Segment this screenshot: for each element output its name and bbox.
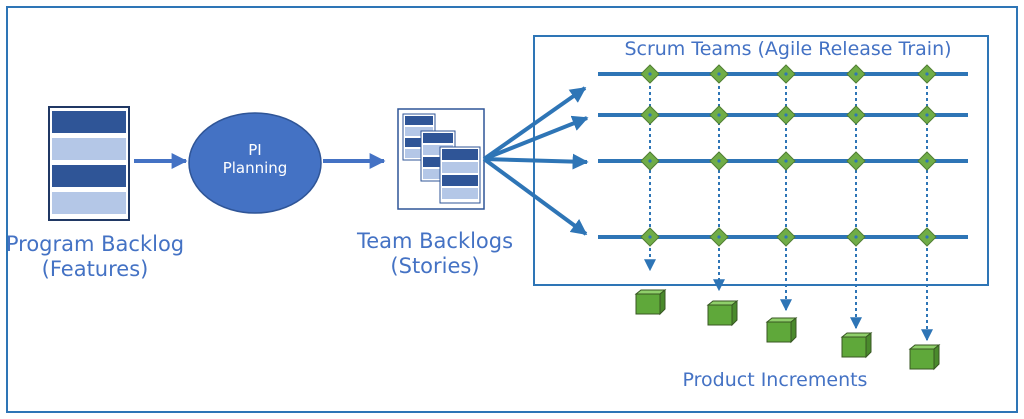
sync-diamond-dot-11 [648, 159, 652, 163]
sync-diamond-dot-4 [854, 72, 858, 76]
sync-diamond-dot-8 [784, 113, 788, 117]
product-increments-label: Product Increments [682, 369, 868, 391]
sync-diamond-dot-2 [717, 72, 721, 76]
sync-diamond-dot-16 [648, 235, 652, 239]
sync-diamond-dot-5 [925, 72, 929, 76]
increment-box-4 [840, 331, 873, 359]
sync-diamond-dot-20 [925, 235, 929, 239]
outer-frame [6, 6, 1018, 413]
pi-planning-line2: Planning [222, 159, 288, 177]
product-increment-boxes [634, 288, 941, 371]
sync-diamond-dot-3 [784, 72, 788, 76]
sync-diamond-dot-14 [854, 159, 858, 163]
team-backlogs-title: Team Backlogs [356, 229, 514, 253]
increment-box-2 [706, 299, 739, 327]
sync-diamond-dot-18 [784, 235, 788, 239]
team-backlogs-subtitle: (Stories) [390, 254, 480, 279]
sync-diamond-dot-9 [854, 113, 858, 117]
pi-planning-label: PI Planning [195, 141, 315, 177]
sync-diamond-dot-19 [854, 235, 858, 239]
sync-diamond-dot-13 [784, 159, 788, 163]
program-backlog-subtitle: (Features) [41, 257, 149, 282]
sync-diamond-dot-17 [717, 235, 721, 239]
scrum-teams-title: Scrum Teams (Agile Release Train) [596, 38, 980, 61]
team-backlogs-icon [397, 108, 485, 210]
increment-box-3 [765, 316, 798, 344]
increment-box-5 [908, 343, 941, 371]
sync-diamond-dot-10 [925, 113, 929, 117]
increment-box-1 [634, 288, 667, 316]
sync-diamonds [640, 64, 937, 247]
pi-planning-line1: PI [248, 141, 262, 159]
scrum-teams-box [533, 35, 989, 286]
program-backlog-icon [48, 106, 130, 221]
sync-diamond-dot-15 [925, 159, 929, 163]
sync-diamond-dot-7 [717, 113, 721, 117]
sync-diamond-dot-12 [717, 159, 721, 163]
team-backlogs-label: Team Backlogs (Stories) [345, 229, 525, 279]
fan-out-arrows [482, 86, 589, 236]
program-backlog-title: Program Backlog [5, 232, 185, 256]
sync-diamond-dot-1 [648, 72, 652, 76]
pi-planning-ellipse [188, 112, 322, 214]
sync-diamond-dot-6 [648, 113, 652, 117]
program-backlog-label: Program Backlog (Features) [0, 232, 190, 282]
